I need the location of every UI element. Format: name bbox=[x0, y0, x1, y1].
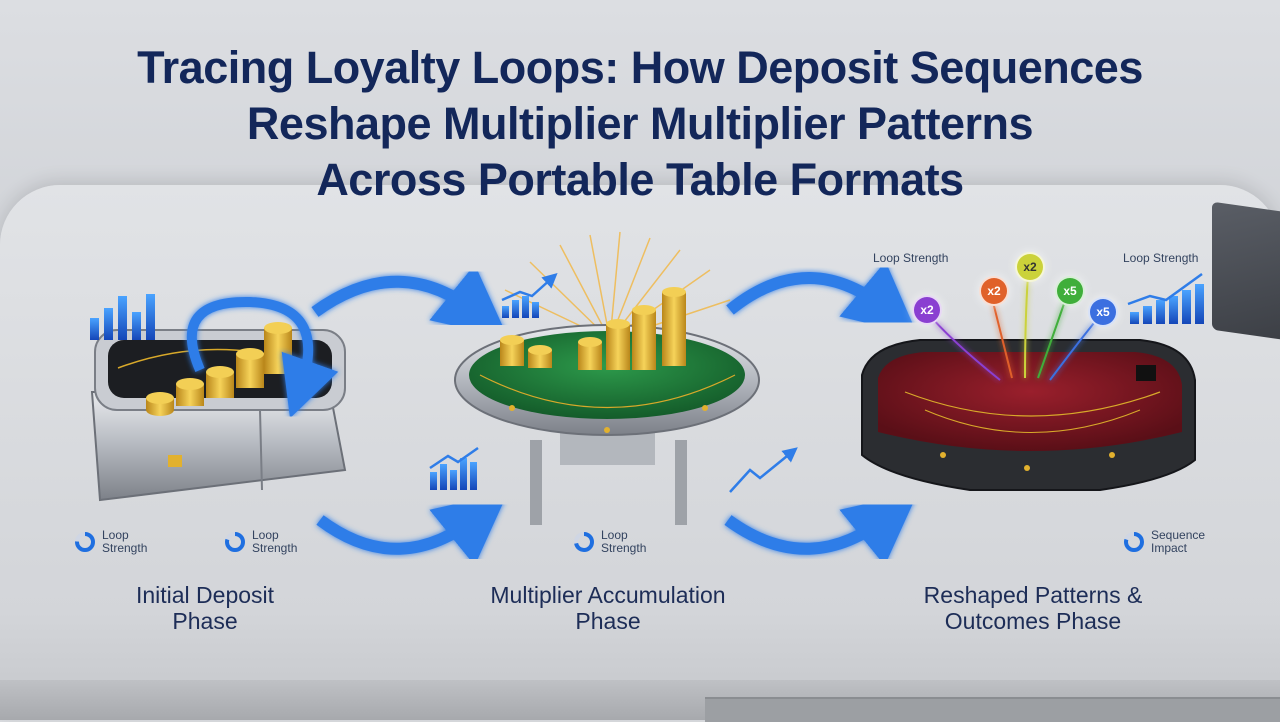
loop-arrow-left bbox=[186, 296, 339, 419]
flow-arrow-bottom-2 bbox=[724, 492, 918, 566]
multiplier-badge-5: x5 bbox=[1088, 297, 1118, 327]
blackjack-table-red bbox=[861, 339, 1196, 491]
bar-chart-right bbox=[1127, 272, 1204, 324]
badge-label-line-2: Strength bbox=[601, 541, 647, 555]
multiplier-badge-1: x2 bbox=[912, 295, 942, 325]
flow-arrow-top-2 bbox=[726, 261, 918, 336]
title-line-3: Across Portable Table Formats bbox=[316, 154, 964, 205]
badge-label-line-1: Loop bbox=[252, 528, 279, 542]
badge-label-line-2: Strength bbox=[102, 541, 148, 555]
badge-label-line-1: Sequence bbox=[1151, 528, 1206, 542]
badge-label-line-1: Loop bbox=[102, 528, 129, 542]
ring-gauge-icon bbox=[225, 532, 245, 552]
multiplier-badge-2: x2 bbox=[979, 276, 1009, 306]
loop-strength-label-top-right: Loop Strength bbox=[1123, 251, 1199, 265]
ring-gauge-icon bbox=[1124, 532, 1144, 552]
bar-chart-left bbox=[90, 294, 155, 340]
coin-stacks-middle bbox=[500, 287, 686, 370]
ring-gauge-icon bbox=[574, 532, 594, 552]
trend-line-middle-right bbox=[729, 447, 798, 493]
stage-label-line-1: Reshaped Patterns & bbox=[923, 582, 1143, 608]
stage-label-line-1: Initial Deposit bbox=[135, 582, 275, 608]
badge-label-line-2: Strength bbox=[252, 541, 298, 555]
stage-label-line-2: Phase bbox=[575, 608, 641, 634]
loop-strength-label-top-left: Loop Strength bbox=[873, 251, 949, 265]
stage-label-line-2: Phase bbox=[172, 608, 238, 634]
coin-stacks-left bbox=[146, 322, 292, 416]
bar-chart-middle-bottom bbox=[429, 446, 479, 490]
badge-label-line-1: Loop bbox=[601, 528, 628, 542]
page-title: Tracing Loyalty Loops: How Deposit Seque… bbox=[40, 40, 1240, 208]
title-line-2: Reshape Multiplier Multiplier Patterns bbox=[246, 98, 1034, 149]
stage-label-multiplier-accumulation: Multiplier Accumulation Phase bbox=[458, 582, 758, 634]
multiplier-badge-4: x5 bbox=[1055, 276, 1085, 306]
bar-chart-middle-top bbox=[501, 272, 558, 318]
flow-arrow-top-1 bbox=[311, 264, 508, 338]
stage-label-line-2: Outcomes Phase bbox=[944, 608, 1122, 634]
multiplier-badge-3: x2 bbox=[1015, 252, 1045, 282]
stage-label-reshaped-patterns: Reshaped Patterns & Outcomes Phase bbox=[883, 582, 1183, 634]
badge-label-line-2: Impact bbox=[1151, 541, 1188, 555]
stage-label-line-1: Multiplier Accumulation bbox=[490, 582, 726, 608]
flow-arrow-bottom-1 bbox=[316, 492, 508, 566]
desk-drawer bbox=[705, 697, 1280, 722]
stage-label-initial-deposit: Initial Deposit Phase bbox=[55, 582, 355, 634]
title-line-1: Tracing Loyalty Loops: How Deposit Seque… bbox=[137, 42, 1143, 93]
ring-gauge-icon bbox=[75, 532, 95, 552]
